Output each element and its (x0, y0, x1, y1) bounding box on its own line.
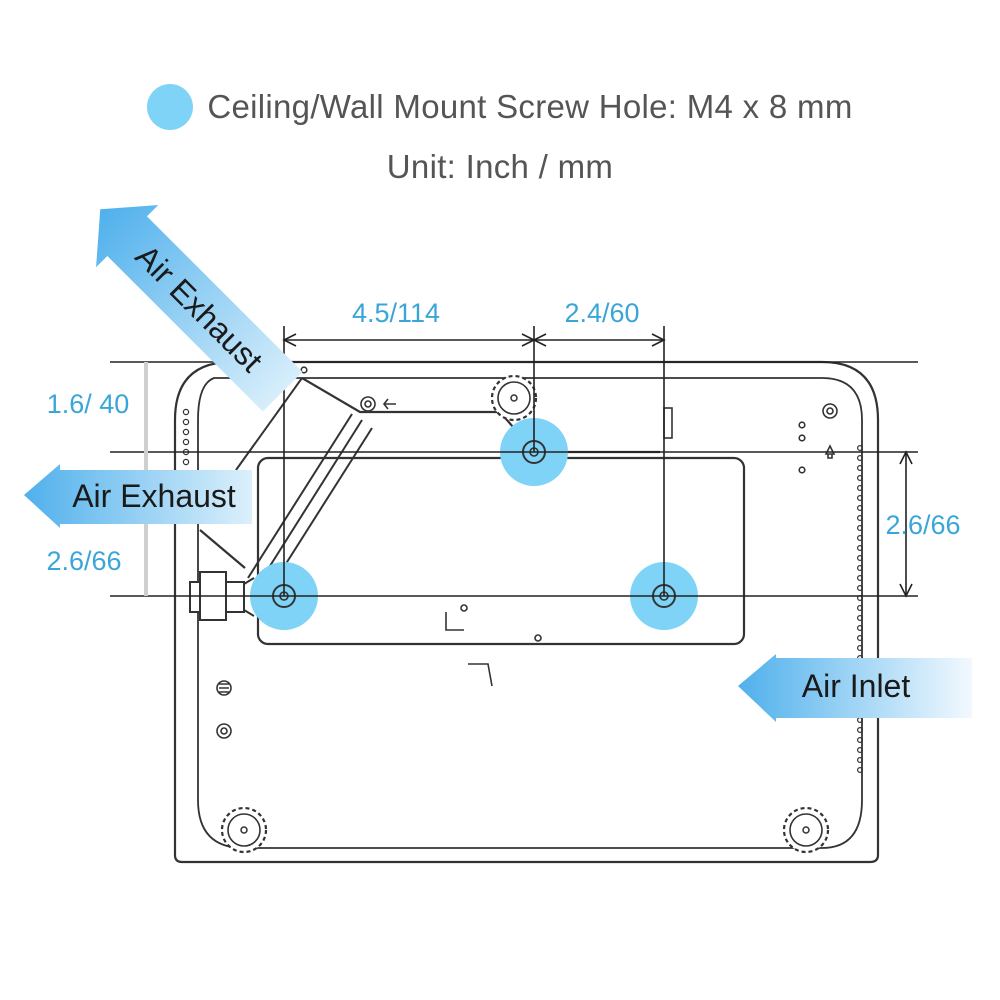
dimension-top-left: 4.5/114 (352, 298, 440, 328)
adjustable-foot-bottom-left (220, 806, 268, 854)
dimension-right: 2.6/66 (885, 510, 960, 540)
unit-label: Unit: Inch / mm (386, 148, 614, 185)
air-exhaust-left-arrow-icon: Air Exhaust (24, 464, 252, 528)
air-exhaust-diagonal-arrow-icon: Air Exhaust (96, 205, 303, 412)
legend-label: Ceiling/Wall Mount Screw Hole: M4 x 8 mm (207, 88, 853, 125)
air-inlet-arrow-icon: Air Inlet (738, 654, 972, 722)
exhaust-vent-bars (235, 377, 373, 593)
adjustable-foot-top (490, 374, 538, 422)
legend: Ceiling/Wall Mount Screw Hole: M4 x 8 mm (0, 84, 1000, 130)
bottom-details (216, 366, 838, 739)
air-inlet-label: Air Inlet (802, 668, 911, 704)
air-exhaust-diagonal-label: Air Exhaust (129, 238, 270, 379)
left-vent-holes (182, 408, 190, 466)
air-exhaust-left-label: Air Exhaust (72, 478, 236, 514)
dimension-left-lower: 2.6/66 (46, 546, 121, 576)
diagram-header: Ceiling/Wall Mount Screw Hole: M4 x 8 mm… (0, 0, 1000, 220)
screw-hole-legend-icon (147, 84, 194, 130)
adjustable-foot-bottom-right (782, 806, 830, 854)
dimension-left-upper: 1.6/ 40 (47, 389, 130, 419)
dimension-top-right: 2.4/60 (564, 298, 639, 328)
